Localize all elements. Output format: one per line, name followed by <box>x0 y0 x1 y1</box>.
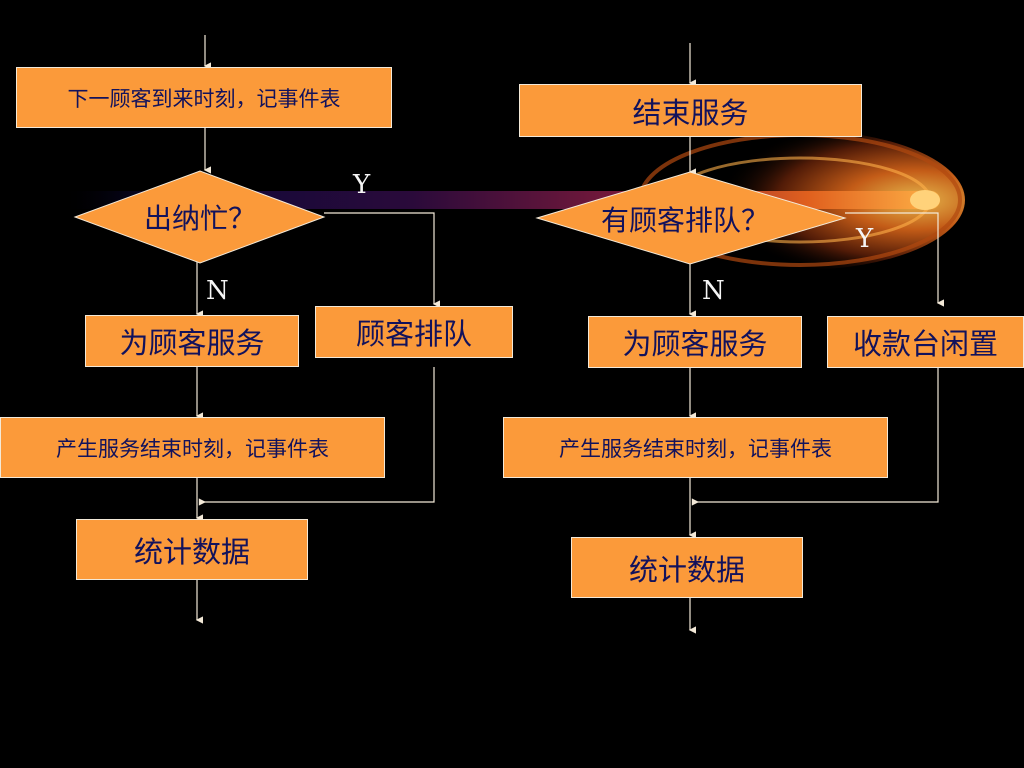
left-no-label: N <box>206 276 229 306</box>
right-decision-diamond <box>535 171 847 265</box>
left-arrival-box: 下一顾客到来时刻，记事件表 <box>16 67 392 128</box>
right-stats-box: 统计数据 <box>571 537 803 598</box>
right-decision-label: 有顾客排队？ <box>600 204 769 237</box>
left-queue-box: 顾客排队 <box>315 306 513 358</box>
right-end-time-box: 产生服务结束时刻，记事件表 <box>503 417 888 478</box>
right-connectors <box>688 43 944 634</box>
left-yes-label: Y <box>353 170 371 200</box>
left-stats-box: 统计数据 <box>76 519 308 580</box>
right-end-service-box: 结束服务 <box>519 84 862 137</box>
right-serve-box: 为顾客服务 <box>588 316 802 368</box>
left-serve-box: 为顾客服务 <box>85 315 299 367</box>
right-idle-box: 收款台闲置 <box>827 316 1024 368</box>
left-connectors <box>195 35 440 624</box>
left-decision-label: 出纳忙？ <box>143 202 256 235</box>
left-end-time-box: 产生服务结束时刻，记事件表 <box>0 417 385 478</box>
right-no-label: N <box>702 276 725 306</box>
left-decision-diamond <box>73 170 326 264</box>
right-yes-label: Y <box>856 224 874 254</box>
